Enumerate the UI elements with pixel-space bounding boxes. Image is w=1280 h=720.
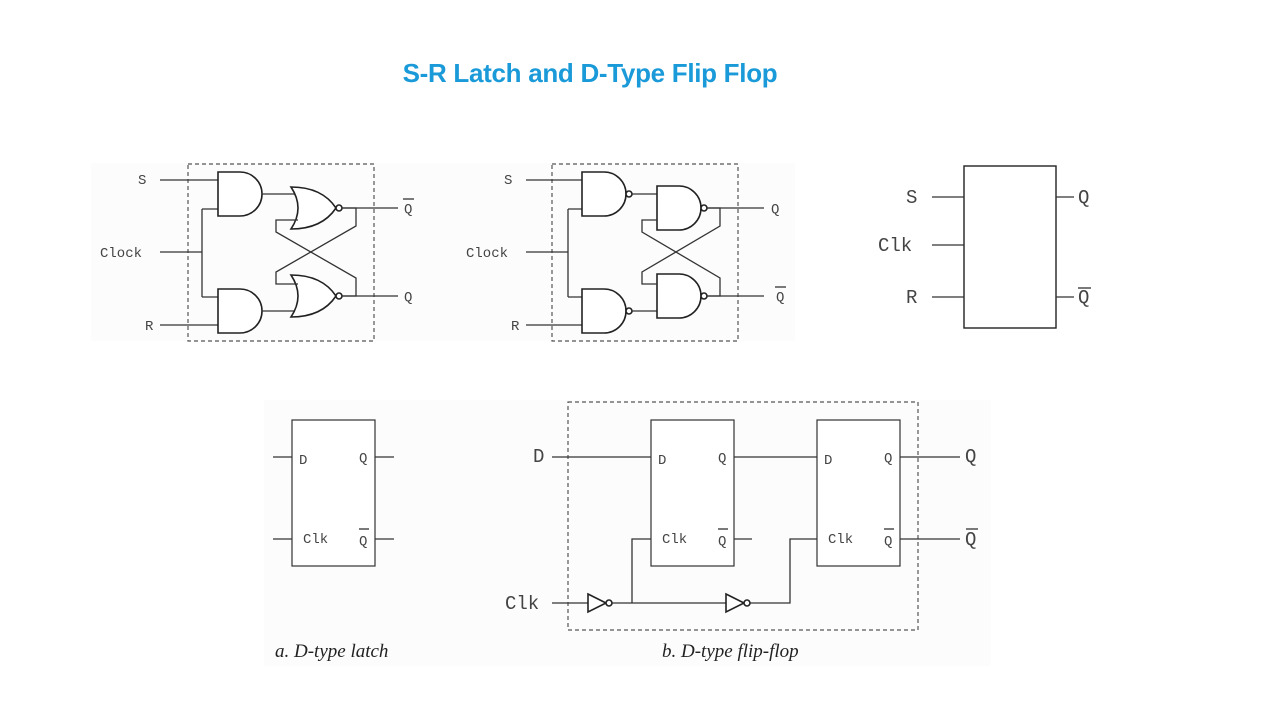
input-clock-label: Clock	[466, 246, 508, 262]
output-wires	[900, 456, 960, 540]
stage2-box	[816, 419, 901, 567]
output-q-label: Q	[965, 446, 976, 468]
input-clock-label: Clock	[100, 246, 142, 262]
inverter-2	[725, 592, 746, 614]
output-qbar-label: Q	[965, 529, 976, 551]
input-wires	[932, 196, 964, 298]
sr-nand-latch-figure: S Clock R Q Q	[466, 163, 786, 342]
caption-d-latch: a. D-type latch	[275, 641, 388, 662]
nand-bubble	[700, 292, 708, 300]
wire-clk-stage2	[750, 538, 817, 604]
output-qbar-label: Q	[404, 202, 412, 218]
stage1-d-label: D	[658, 453, 666, 469]
stage1-qbar-label: Q	[718, 534, 726, 550]
nand-bubble	[625, 190, 633, 198]
stage2-d-label: D	[824, 453, 832, 469]
input-s-label: S	[906, 187, 917, 209]
sr-block-box	[963, 165, 1057, 329]
output-q-label: Q	[771, 202, 779, 218]
stage2-clk-label: Clk	[828, 532, 853, 548]
flipflop-boundary	[567, 401, 919, 631]
nor-bubble-top	[335, 204, 343, 212]
output-q-label: Q	[1078, 187, 1089, 209]
pin-q-label: Q	[359, 451, 367, 467]
d-type-figure: D Q Clk Q a. D-type latch D Clk D Q Clk …	[264, 400, 991, 666]
and-gate-top	[217, 171, 263, 217]
caption-d-flipflop: b. D-type flip-flop	[662, 641, 799, 662]
output-qbar-label: Q	[776, 290, 784, 306]
pin-wires	[273, 456, 394, 540]
output-wires	[342, 207, 398, 297]
nand-bubble	[625, 307, 633, 315]
output-q-label: Q	[404, 290, 412, 306]
stage1-q-label: Q	[718, 451, 726, 467]
output-qbar-label: Q	[1078, 287, 1089, 309]
input-r-label: R	[906, 287, 917, 309]
nand-bubble	[700, 204, 708, 212]
input-s-label: S	[138, 173, 146, 189]
stage1-box	[650, 419, 735, 567]
pin-d-label: D	[299, 453, 307, 469]
nor-gate-top	[289, 186, 337, 230]
output-wires	[1056, 196, 1074, 298]
stage2-qbar-label: Q	[884, 534, 892, 550]
wire-clock	[526, 208, 582, 298]
pin-clk-label: Clk	[303, 532, 328, 548]
slide-title: S-R Latch and D-Type Flip Flop	[402, 58, 778, 88]
d-flipflop: D Clk D Q Clk Q D Q Clk Q	[505, 401, 978, 662]
input-s-label: S	[504, 173, 512, 189]
and-gate-bottom	[217, 288, 263, 334]
input-d-label: D	[533, 446, 544, 468]
input-clk-label: Clk	[505, 593, 539, 615]
d-latch: D Q Clk Q a. D-type latch	[273, 419, 394, 662]
nor-bubble-bottom	[335, 292, 343, 300]
nand-gate-top-2	[656, 185, 702, 231]
sr-block-figure: S Clk R Q Q	[878, 165, 1091, 329]
input-r-label: R	[511, 319, 520, 335]
nand-gate-bottom-2	[656, 273, 702, 319]
nand-gate-bottom-1	[581, 288, 627, 334]
inverter-bubble	[743, 599, 751, 607]
wire-clk-stage1	[612, 538, 726, 604]
stage2-q-label: Q	[884, 451, 892, 467]
d-latch-box	[291, 419, 376, 567]
input-r-label: R	[145, 319, 154, 335]
inverter-1	[587, 592, 608, 614]
pin-qbar-label: Q	[359, 534, 367, 550]
output-wires	[707, 207, 764, 297]
input-clk-label: Clk	[878, 235, 912, 257]
wire-clock	[160, 208, 218, 298]
and-to-nor-wires	[262, 193, 298, 312]
stage-wires	[632, 193, 657, 312]
nand-gate-top-1	[581, 171, 627, 217]
stage1-clk-label: Clk	[662, 532, 687, 548]
nor-gate-bottom	[289, 274, 337, 318]
inverter-bubble	[605, 599, 613, 607]
